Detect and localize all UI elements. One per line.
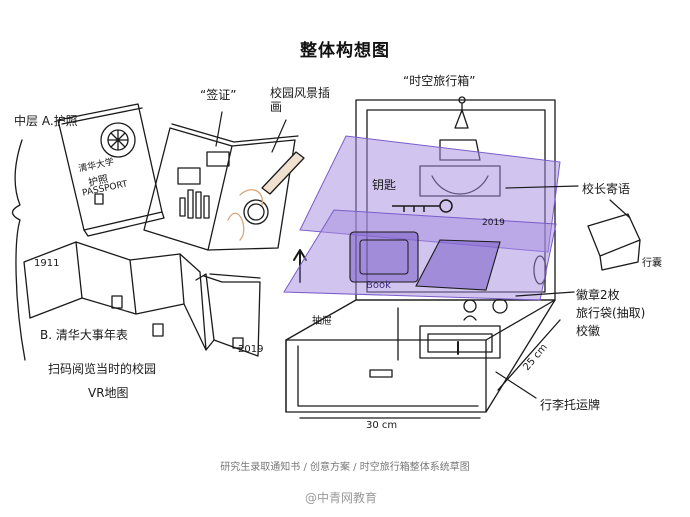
label-campus-scenery: 校园风景插画	[270, 86, 331, 114]
passport-closed	[57, 103, 165, 237]
label-timeline: B. 清华大事年表	[40, 328, 128, 342]
arrow-badge	[515, 291, 575, 297]
label-year-1911: 1911	[34, 258, 60, 269]
arrow-scenery	[271, 119, 287, 153]
arrow-sundial	[505, 185, 579, 189]
label-school-badge: 校徽	[576, 324, 601, 338]
label-luggage-tag: 行李托运牌	[540, 398, 601, 412]
label-dim-width: 30 cm	[366, 420, 398, 431]
timeline-fold	[23, 241, 261, 357]
passport-open	[143, 123, 305, 251]
label-travel-bag: 旅行袋(抽取)	[576, 306, 646, 320]
label-passport-side: 中层 A.护照	[14, 114, 78, 128]
label-sundial: 校长寄语	[582, 182, 631, 196]
label-year-2019-box: 2019	[482, 218, 505, 228]
arrow-tag	[495, 371, 537, 399]
watermark: @中青网教育	[305, 491, 378, 505]
label-year-2019: 2019	[238, 344, 264, 355]
label-book: Book	[366, 280, 391, 291]
label-scan-text: 扫码阅览当时的校园	[48, 362, 157, 376]
box-title: “时空旅行箱”	[403, 74, 476, 88]
mini-box	[587, 199, 641, 271]
caption: 研究生录取通知书 / 创意方案 / 时空旅行箱整体系统草图	[220, 462, 470, 473]
key-icon	[392, 199, 453, 213]
left-bracket	[11, 139, 26, 361]
label-drawer: 抽屉	[312, 316, 332, 327]
arrow-visa	[215, 111, 223, 147]
label-vr-map: VR地图	[88, 386, 129, 400]
label-visa: “签证”	[200, 88, 237, 102]
label-mini-box: 行囊	[642, 258, 662, 269]
book-inner	[359, 239, 409, 275]
page-title: 整体构想图	[300, 41, 390, 61]
label-badge: 徽章2枚	[576, 288, 620, 302]
book-block	[349, 231, 419, 283]
label-key: 钥匙	[372, 178, 397, 192]
tray-block	[415, 239, 501, 291]
